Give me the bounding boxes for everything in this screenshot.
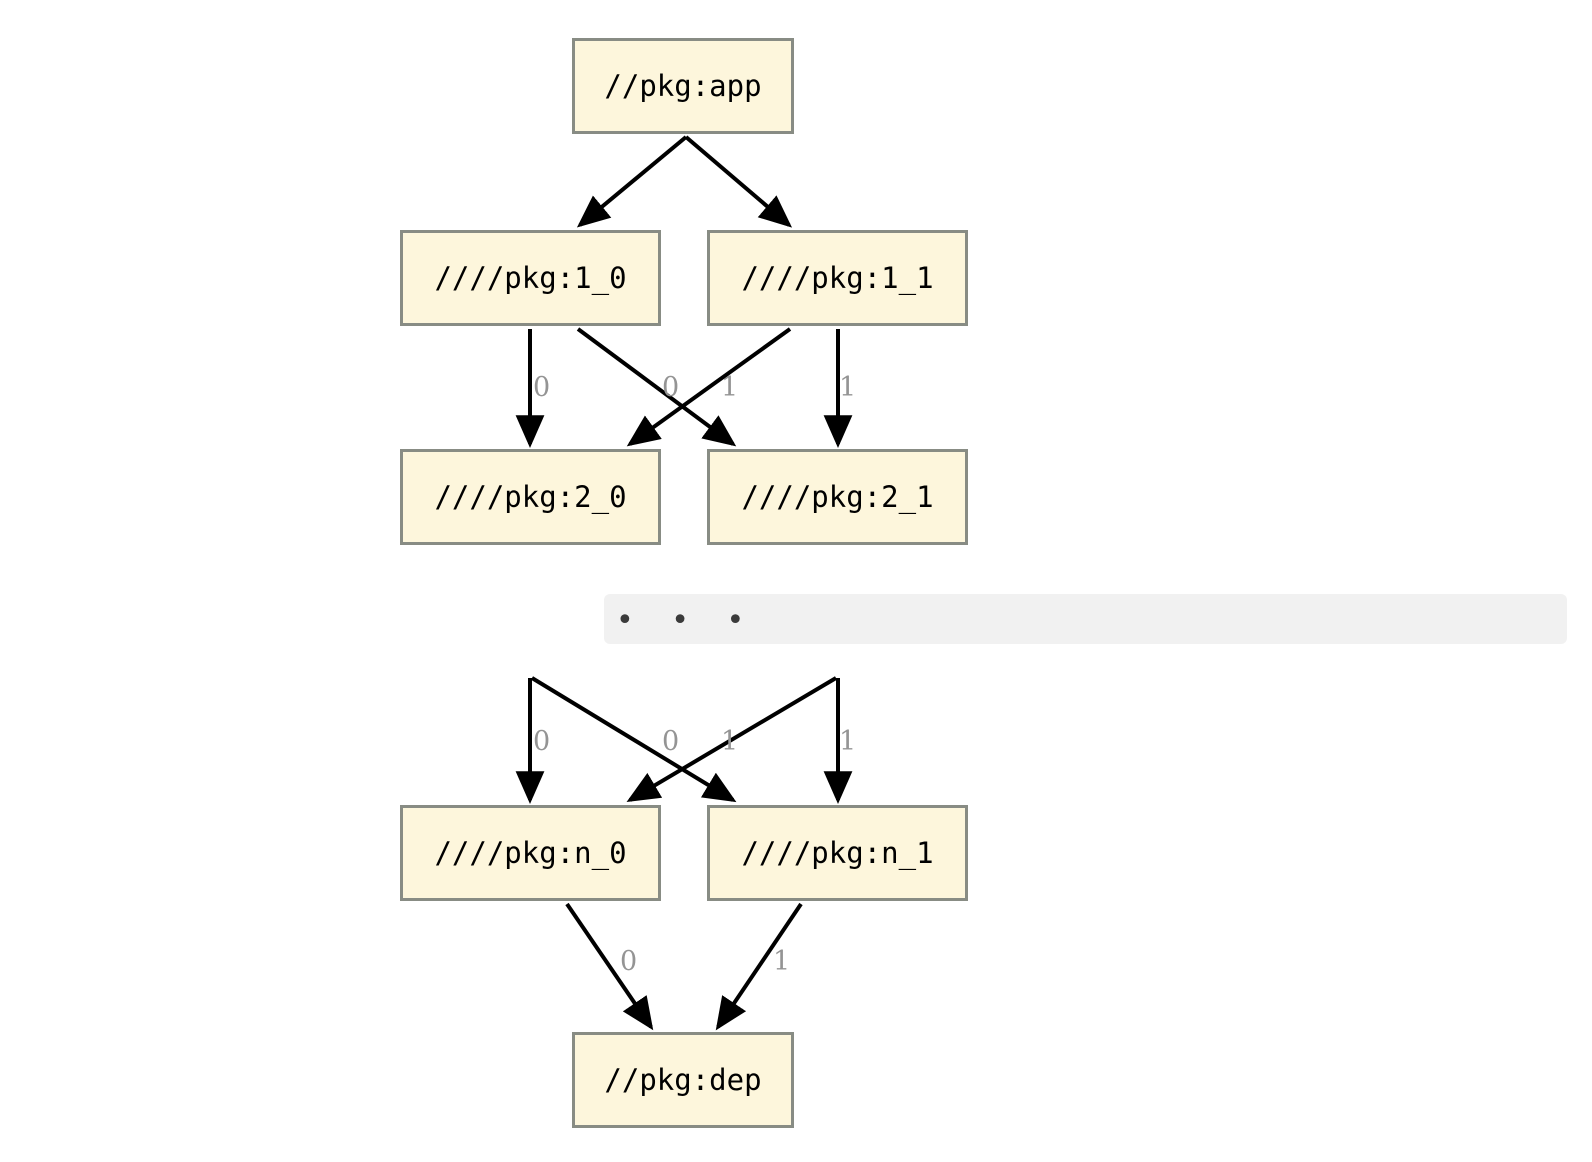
edge-label: 1: [721, 372, 739, 403]
edge-app-to-1_1: [684, 135, 793, 228]
edge-path-group: [515, 135, 853, 1031]
node-2_0[interactable]: ////pkg:2_0: [400, 449, 661, 545]
edge-n_1-to-dep: [715, 902, 803, 1031]
node-n_0[interactable]: ////pkg:n_0: [400, 805, 661, 901]
edge-label: 1: [721, 726, 739, 757]
node-n_1[interactable]: ////pkg:n_1: [707, 805, 968, 901]
node-label: //pkg:dep: [604, 1063, 762, 1097]
edge-n_0-to-dep: [565, 902, 654, 1031]
edge-label: 0: [662, 726, 680, 757]
edge-label: 1: [839, 372, 857, 403]
node-label: ////pkg:2_0: [434, 480, 627, 514]
node-1_1[interactable]: ////pkg:1_1: [707, 230, 968, 326]
edge-source-to-n_1: [530, 676, 737, 803]
node-label: ////pkg:n_1: [741, 836, 934, 870]
node-label: ////pkg:1_0: [434, 261, 627, 295]
edge-1_1-to-2_0: [626, 327, 792, 447]
edge-label: 0: [533, 372, 551, 403]
edge-source-to-n_0: [626, 676, 838, 803]
node-2_1[interactable]: ////pkg:2_1: [707, 449, 968, 545]
node-app[interactable]: //pkg:app: [572, 38, 794, 134]
node-label: ////pkg:1_1: [741, 261, 934, 295]
node-1_0[interactable]: ////pkg:1_0: [400, 230, 661, 326]
edge-label: 0: [662, 372, 680, 403]
node-label: ////pkg:n_0: [434, 836, 627, 870]
node-label: ////pkg:2_1: [741, 480, 934, 514]
node-dep[interactable]: //pkg:dep: [572, 1032, 794, 1128]
edge-label: 1: [839, 726, 857, 757]
node-label: //pkg:app: [604, 69, 762, 103]
edge-label: 1: [773, 946, 791, 977]
edge-app-to-1_0: [576, 135, 688, 228]
edge-1_0-to-2_1: [576, 327, 737, 447]
ellipsis-separator-band: • • •: [604, 594, 1567, 644]
edge-label: 0: [620, 946, 638, 977]
ellipsis-dots: • • •: [616, 603, 759, 638]
edge-label: 0: [533, 726, 551, 757]
